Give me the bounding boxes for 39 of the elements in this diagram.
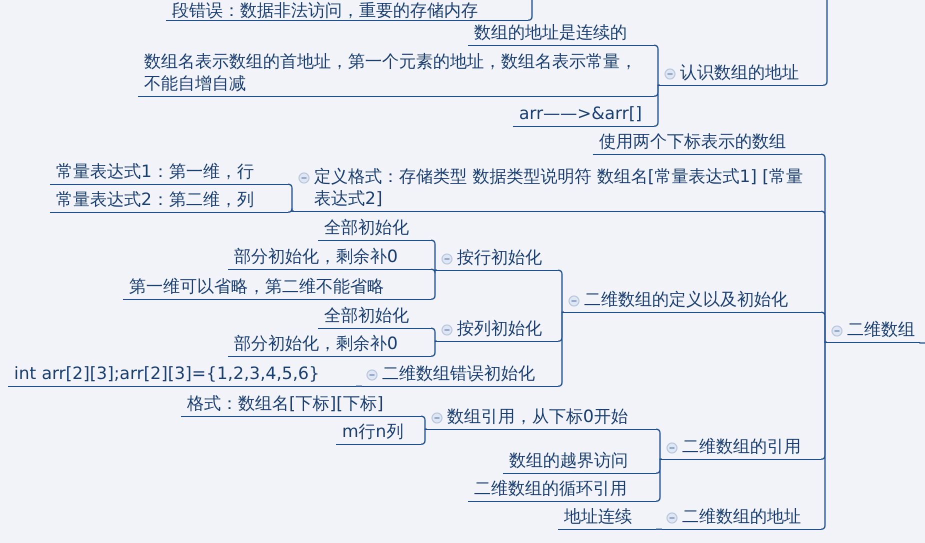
connector-line xyxy=(430,328,437,342)
topic-label: 全部初始化 xyxy=(318,305,431,329)
connector-line xyxy=(820,312,827,343)
topic-label: 地址连续 xyxy=(558,506,656,530)
topic-label: 二维数组的循环引用 xyxy=(468,478,656,502)
topic-label: 格式：数组名[下标][下标] xyxy=(181,393,421,417)
connector-line xyxy=(822,0,828,86)
connector-line xyxy=(558,270,564,313)
connector-line xyxy=(288,208,294,213)
topic-label: 常量表达式2：第二维，列 xyxy=(50,189,288,213)
topic-label: m行n列 xyxy=(336,421,421,445)
connector-line xyxy=(656,428,662,460)
topic-label: 段错误：数据非法访问，重要的存储内存 xyxy=(166,0,528,21)
connector-line xyxy=(356,386,362,387)
connector-line xyxy=(528,0,533,21)
connector-line xyxy=(656,458,662,502)
topic-label: 常量表达式1：第一维，行 xyxy=(50,161,288,185)
topic-label: 全部初始化 xyxy=(318,217,431,241)
topic-label: 部分初始化，剩余补0 xyxy=(228,246,431,270)
connector-line xyxy=(430,268,437,274)
connector-line xyxy=(820,342,827,530)
connector-line xyxy=(420,416,427,430)
connector-line xyxy=(430,240,437,271)
topic-label: 数组名表示数组的首地址，第一个元素的地址，数组名表示常量，不能自增自减 xyxy=(138,51,654,97)
connector-line xyxy=(919,342,925,344)
connector-line xyxy=(558,312,564,387)
topic-label: 数组的越界访问 xyxy=(503,450,656,474)
topic-label: 第一维可以省略，第二维不能省略 xyxy=(123,276,431,300)
topic-label: arr——>&arr[] xyxy=(513,103,654,127)
topic-label: int arr[2][3];arr[2][3]={1,2,3,4,5,6} xyxy=(8,363,356,387)
connector-line xyxy=(430,270,437,300)
topic-label: 部分初始化，剩余补0 xyxy=(228,333,431,357)
topic-label: 数组的地址是连续的 xyxy=(468,22,654,46)
connector-line xyxy=(654,84,660,127)
topic-label: 使用两个下标表示的数组 xyxy=(593,131,821,155)
connector-line xyxy=(430,340,437,357)
connector-line xyxy=(656,528,662,530)
connector-line xyxy=(654,44,660,86)
connector-line xyxy=(420,428,427,445)
